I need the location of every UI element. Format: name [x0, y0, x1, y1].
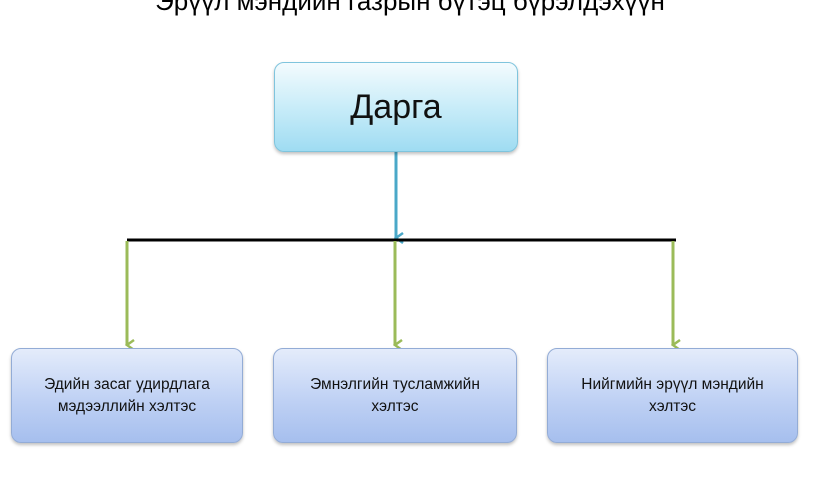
- child-node-public-health-dept: Нийгмийн эрүүл мэндийн хэлтэс: [547, 348, 798, 443]
- child-node-label: Эдийн засаг удирдлага мэдээллийн хэлтэс: [44, 375, 210, 415]
- diagram-title: Эрүүл мэндийн газрын бүтэц бүрэлдэхүүн: [155, 0, 665, 16]
- child-node-label: Эмнэлгийн тусламжийн хэлтэс: [310, 375, 480, 415]
- root-node-director: Дарга: [274, 62, 518, 152]
- root-node-label: Дарга: [350, 87, 442, 126]
- child-node-economics-info-dept: Эдийн засаг удирдлага мэдээллийн хэлтэс: [11, 348, 243, 443]
- child-node-medical-care-dept: Эмнэлгийн тусламжийн хэлтэс: [273, 348, 517, 443]
- child-node-label: Нийгмийн эрүүл мэндийн хэлтэс: [581, 375, 764, 415]
